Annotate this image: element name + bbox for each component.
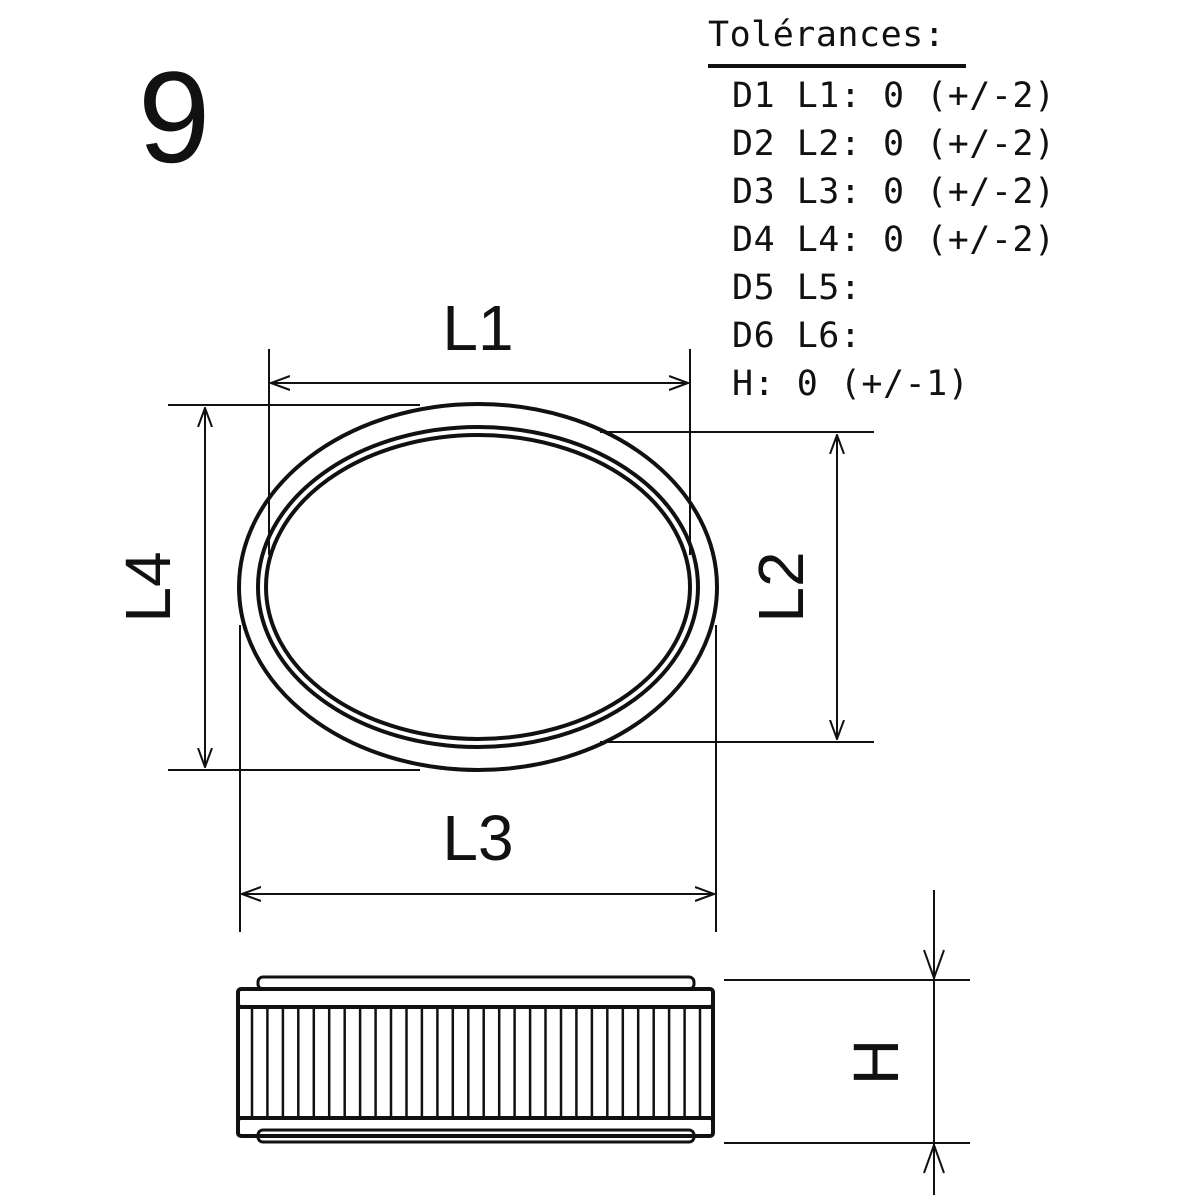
label-h: H [840, 1039, 912, 1085]
tolerances-block: Tolérances: D1 L1: 0 (+/-2) D2 L2: 0 (+/… [708, 12, 1056, 408]
dimension-arrows [205, 383, 837, 894]
label-l4: L4 [112, 551, 184, 622]
label-l2: L2 [745, 551, 817, 622]
label-l1: L1 [442, 292, 513, 364]
tolerance-row-d5: D5 L5: [732, 268, 862, 308]
side-body [236, 1005, 715, 1120]
inner-frame-ellipse-outer [256, 425, 700, 749]
outer-frame-ellipse [237, 402, 719, 772]
tolerance-row-d6: D6 L6: [732, 316, 862, 356]
side-top-band [236, 987, 715, 1009]
extension-lines [168, 349, 874, 932]
figure-number: 9 [138, 44, 211, 190]
side-view [236, 975, 715, 1144]
tolerance-row-d2: D2 L2: 0 (+/-2) [732, 124, 1056, 164]
tolerance-row-d1: D1 L1: 0 (+/-2) [732, 76, 1056, 116]
inner-frame-ellipse-inner [264, 433, 692, 741]
tolerance-row-d3: D3 L3: 0 (+/-2) [732, 172, 1056, 212]
side-pleats [250, 1009, 702, 1116]
tolerance-row-h: H: 0 (+/-1) [732, 364, 970, 404]
label-l3: L3 [442, 802, 513, 874]
h-dimension [724, 890, 970, 1195]
tolerance-row-d4: D4 L4: 0 (+/-2) [732, 220, 1056, 260]
tolerances-underline [708, 64, 966, 68]
tolerances-title: Tolérances: [708, 15, 946, 55]
top-view [237, 402, 719, 772]
side-bottom-band [236, 1116, 715, 1138]
